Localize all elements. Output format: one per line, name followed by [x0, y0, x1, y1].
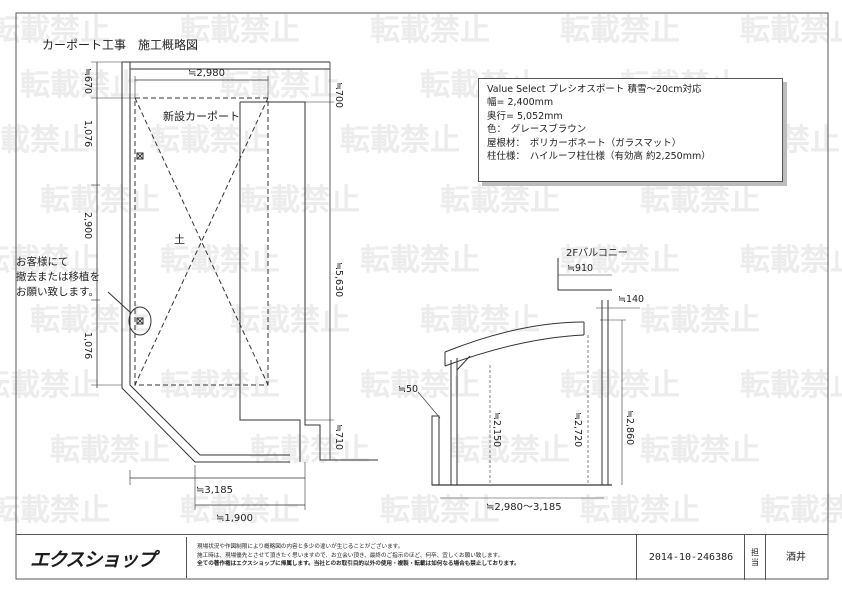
dim-left-2900: 2,900 [82, 212, 93, 239]
spec-post: 柱仕様： ハイルーフ柱仕様（有効高 約2,250mm） [487, 151, 711, 163]
watermark-text: 転載禁止 [560, 243, 680, 278]
watermark-text: 転載禁止 [740, 368, 842, 403]
dim-top-width: ≒2,980 [188, 68, 225, 79]
dim-side-width: ≒2,980～3,185 [486, 502, 562, 513]
house-wall-inner [239, 102, 301, 462]
watermark-text: 転載禁止 [150, 123, 270, 158]
watermark-text: 転載禁止 [360, 243, 480, 278]
watermark-text: 転載禁止 [450, 433, 570, 468]
leader-50 [417, 391, 441, 419]
watermark-text: 転載禁止 [760, 493, 842, 528]
sheet-border [15, 12, 829, 580]
watermark-text: 転載禁止 [740, 243, 842, 278]
dim-right-700: ≒700 [333, 82, 344, 108]
carport-diagonal [134, 97, 269, 386]
balcony-outline [557, 258, 612, 291]
spec-roof: 屋根材： ポリカーボネート（ガラスマット） [487, 137, 682, 149]
watermark-text: 転載禁止 [40, 183, 160, 218]
dim-910: ≒910 [567, 263, 593, 274]
post-marker-line [136, 152, 144, 160]
watermark-text: 転載禁止 [560, 13, 680, 48]
watermark-text: 転載禁止 [640, 303, 760, 338]
company-logo: エクスショップ [30, 549, 156, 571]
spec-box: Value Select プレシオスポート 積雪～20cm対応 幅= 2,400… [478, 78, 783, 182]
spec-color: 色： グレースブラウン [487, 124, 587, 136]
tanto-char: 当 [751, 557, 759, 567]
document-number: 2014-10-246386 [636, 535, 745, 580]
watermark-text: 転載禁止 [560, 368, 680, 403]
side-view [417, 258, 640, 499]
watermark-text: 転載禁止 [230, 303, 350, 338]
tanto-char: 担 [751, 547, 759, 557]
watermark-text: 転載禁止 [240, 183, 360, 218]
watermark-text: 転載禁止 [370, 13, 490, 48]
post-marker [136, 152, 144, 160]
watermark-text: 転載禁止 [0, 368, 100, 403]
dim-50: ≒50 [398, 384, 418, 395]
spec-depth: 奥行= 5,052mm [487, 110, 563, 122]
watermark-text: 転載禁止 [640, 183, 760, 218]
watermark-text: 転載禁止 [640, 433, 760, 468]
spec-width: 幅= 2,400mm [487, 97, 554, 109]
watermark-text: 転載禁止 [340, 123, 460, 158]
person-in-charge-name: 酒井 [786, 552, 806, 563]
footer-note: 施工時は、現場優先とさせて頂きたく思いますので、お立会い頂き、最終のご指示のほど… [197, 552, 504, 559]
obstacle-circle [128, 306, 152, 336]
dim-bottom-3185: ≒3,185 [196, 485, 233, 496]
post-marker-line [136, 317, 144, 325]
watermark-text: 転載禁止 [440, 183, 560, 218]
watermark-text: 転載禁止 [0, 493, 110, 528]
dim-left-670: ≒670 [82, 68, 93, 94]
drawing-title: カーポート工事 施工概略図 [42, 37, 198, 52]
site-boundary-left [121, 62, 290, 463]
roof-lower [444, 334, 585, 367]
dim-right-5630: ≒5,630 [333, 262, 344, 297]
watermark-text: 転載禁止 [580, 493, 700, 528]
footer-note: 現場状況や作図制限により概略図の内容と多少の違いが生じることがございます。 [197, 544, 404, 550]
dim-bottom-1900: ≒1,900 [216, 513, 253, 524]
soil-mark: 土 [174, 233, 185, 246]
block-wall [431, 415, 440, 486]
person-in-charge-label: 担 当 [744, 535, 766, 580]
dim-2860: ≒2,860 [624, 410, 635, 445]
roof-upper [444, 321, 585, 353]
dim-balcony: 2Fバルコニー [566, 247, 628, 259]
dim-right-710: ≒710 [333, 424, 344, 450]
watermark-text: 転載禁止 [20, 68, 140, 103]
watermark-text: 転載禁止 [50, 433, 170, 468]
post-marker [136, 317, 144, 325]
dim-140: ≒140 [618, 294, 644, 305]
leader-line [107, 291, 132, 314]
watermark-text: 転載禁止 [740, 13, 842, 48]
brace [456, 355, 471, 371]
watermark-text: 転載禁止 [250, 433, 370, 468]
customer-note-line1: お客様にて [16, 255, 69, 268]
watermark-text: 転載禁止 [180, 493, 300, 528]
carport-outline [134, 97, 269, 386]
watermark-text: 転載禁止 [0, 123, 90, 158]
carport-diagonal [134, 97, 269, 386]
spec-product: Value Select プレシオスポート 積雪～20cm対応 [487, 84, 702, 95]
customer-note-line2: 撤去または移植を [16, 270, 100, 283]
watermark-text: 転載禁止 [420, 303, 540, 338]
footer-note: 全ての著作権はエクスショップに帰属します。当社とのお取引目的以外の使用・複製・転… [197, 561, 520, 567]
footer: エクスショップ 現場状況や作図制限により概略図の内容と多少の違いが生じることがご… [16, 534, 828, 580]
plan-view [91, 61, 378, 510]
watermark-text: 転載禁止 [360, 368, 480, 403]
watermark-text: 転載禁止 [0, 243, 100, 278]
carport-label: 新設カーポート [163, 109, 240, 123]
watermark-text: 転載禁止 [380, 493, 500, 528]
watermark-text: 転載禁止 [180, 13, 300, 48]
dim-2150: ≒2,150 [491, 412, 502, 447]
watermark-text: 転載禁止 [220, 68, 340, 103]
watermark-text: 転載禁止 [160, 243, 280, 278]
customer-note-line3: お願い致します。 [16, 285, 99, 298]
dim-left-1076-top: 1,076 [82, 120, 93, 147]
watermark-text: 転載禁止 [0, 13, 110, 48]
site-boundary-inner [129, 62, 290, 456]
footer-notes: 現場状況や作図制限により概略図の内容と多少の違いが生じることがございます。 施工… [186, 537, 636, 578]
dim-left-1076-bottom: 1,076 [82, 332, 93, 359]
dim-2720: ≒2,720 [572, 412, 583, 447]
